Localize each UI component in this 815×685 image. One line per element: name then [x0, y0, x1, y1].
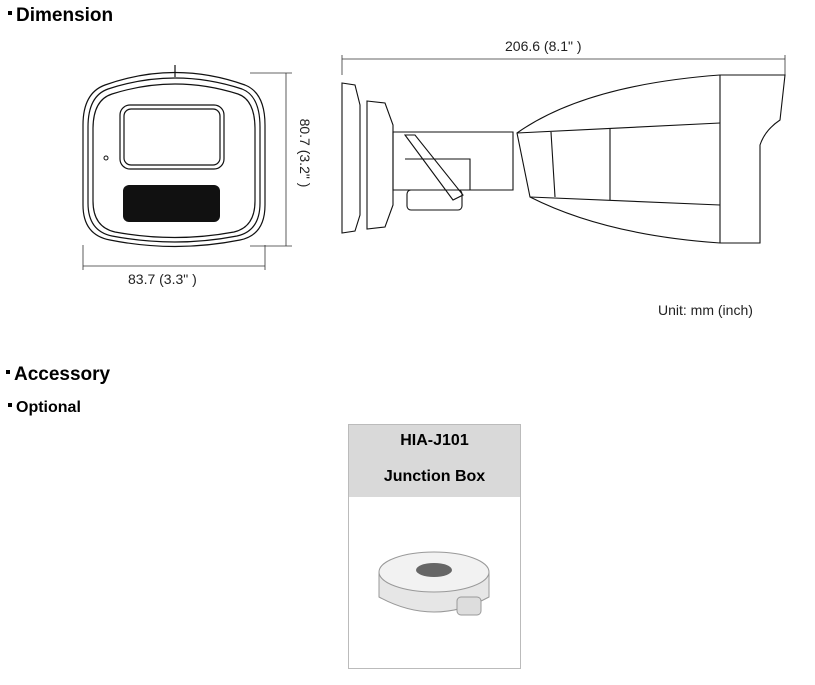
optional-subheading: Optional	[8, 399, 81, 417]
front-height-label: 80.7 (3.2" )	[297, 118, 313, 188]
accessory-model: HIA-J101	[400, 432, 469, 449]
accessory-heading: Accessory	[6, 364, 110, 386]
side-length-label: 206.6 (8.1" )	[505, 38, 582, 54]
camera-front-view-drawing	[82, 65, 292, 270]
accessory-card-junction-box: HIA-J101 Junction Box	[348, 424, 521, 669]
dimension-heading: Dimension	[8, 5, 113, 27]
accessory-card-header: HIA-J101 Junction Box	[349, 425, 520, 497]
junction-box-image	[378, 551, 490, 616]
camera-side-view-drawing	[341, 55, 786, 244]
dimension-heading-text: Dimension	[16, 5, 114, 26]
ir-window	[123, 185, 220, 222]
bullet-icon	[8, 10, 12, 15]
front-width-label: 83.7 (3.3" )	[128, 271, 197, 287]
optional-subheading-text: Optional	[16, 399, 81, 416]
bullet-icon	[6, 369, 10, 374]
bullet-icon	[8, 402, 12, 407]
unit-label: Unit: mm (inch)	[658, 302, 753, 318]
accessory-name: Junction Box	[383, 468, 486, 485]
accessory-heading-text: Accessory	[14, 364, 111, 385]
